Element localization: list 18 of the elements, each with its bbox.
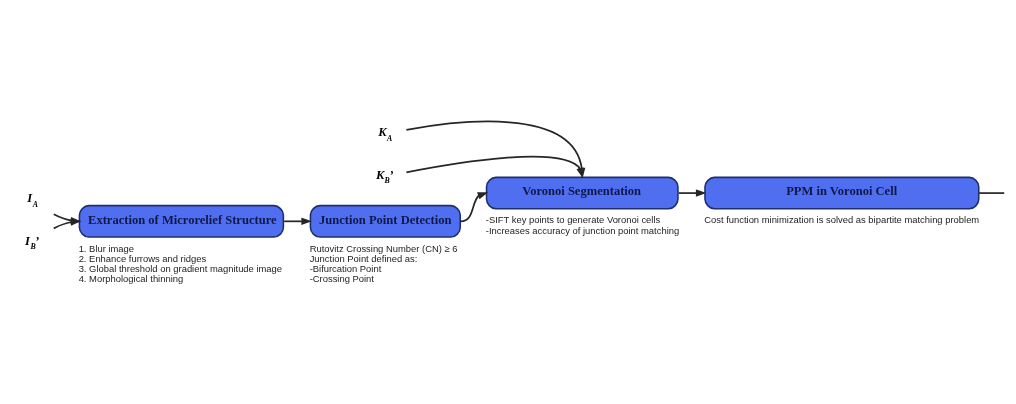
arrow bbox=[459, 191, 489, 222]
node-text: K$_{A}$ bbox=[378, 124, 393, 143]
node-label: Junction Point defined as: bbox=[309, 252, 418, 264]
node-text: I$_{B}$’ bbox=[24, 233, 40, 251]
node-label: 3. Global threshold on gradient magnitude image bbox=[78, 262, 283, 274]
node-label: -Bifurcation Point bbox=[309, 262, 382, 274]
arrow bbox=[283, 217, 312, 225]
connector bbox=[978, 191, 1006, 194]
node-label: -Increases accuracy of junction point matching bbox=[485, 224, 680, 236]
node-label: Cost function minimization is solved as bipartite matching problem bbox=[704, 213, 980, 225]
node-label: Rutovitz Crossing Number (CN) ≥ 6 bbox=[309, 242, 458, 254]
node-label: 4. Morphological thinning bbox=[78, 272, 184, 284]
node-label: -Crossing Point bbox=[309, 272, 374, 284]
arrow bbox=[677, 188, 707, 197]
node-label: 1. Blur image bbox=[78, 242, 135, 254]
node-text: I$_{A}$ bbox=[27, 190, 38, 209]
node-text: K$_{B}$’ bbox=[375, 167, 394, 185]
node-label: -SIFT key points to generate Voronoi cells bbox=[485, 213, 661, 225]
